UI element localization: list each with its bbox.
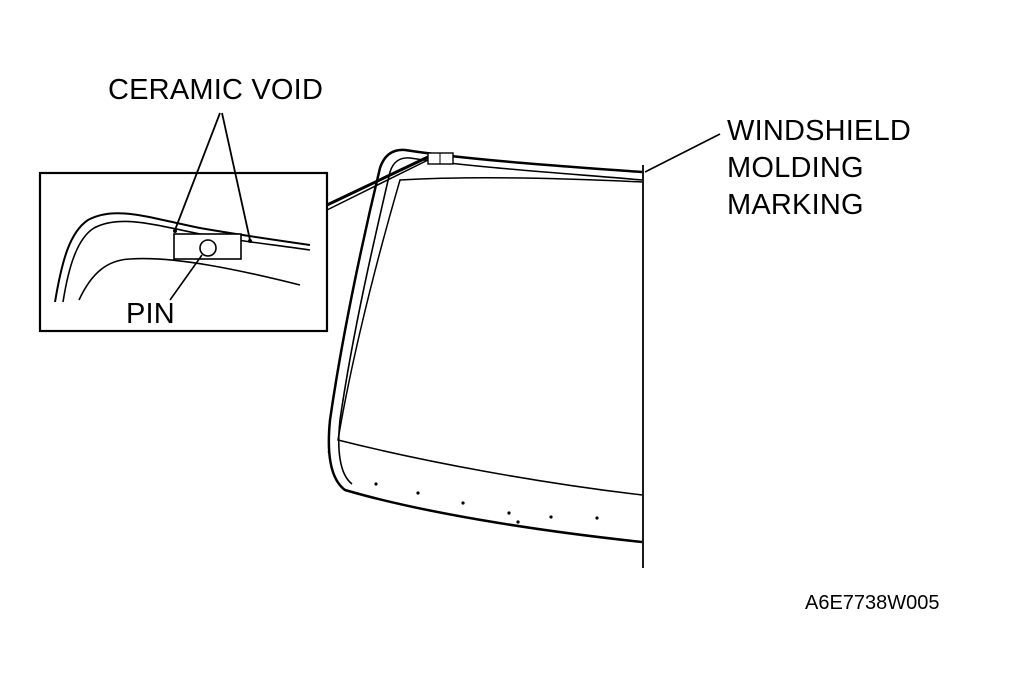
windshield-molding-line (338, 157, 643, 485)
windshield-molding-marking-label: WINDSHIELD MOLDING MARKING (727, 113, 911, 224)
windshield-label-line-2: MOLDING (727, 152, 864, 184)
windshield-label-line-3: MARKING (727, 189, 864, 221)
inset-glass-line (78, 257, 301, 301)
ceramic-void-leader-right (221, 112, 251, 241)
pin-circle (199, 239, 217, 257)
ceramic-dots (327, 450, 599, 524)
ceramic-void-point-right (248, 239, 252, 243)
windshield-outer-edge (327, 148, 643, 544)
pin-label: PIN (126, 298, 175, 330)
inset-molding-inner (62, 220, 311, 303)
windshield-label-line-1: WINDSHIELD (727, 115, 912, 147)
inset-molding-outer (54, 212, 311, 303)
pin-leader (169, 254, 203, 301)
ceramic-void-label: CERAMIC VOID (108, 74, 324, 106)
windshield-ceramic-boundary (337, 177, 643, 496)
inset-connector-upper (326, 155, 429, 207)
ceramic-void-leader-left (174, 112, 221, 231)
molding-marking-leader (644, 133, 721, 173)
inset-connector-lower (326, 159, 429, 211)
figure-code-label: A6E7738W005 (805, 592, 940, 614)
ceramic-void-point-left (173, 229, 177, 233)
